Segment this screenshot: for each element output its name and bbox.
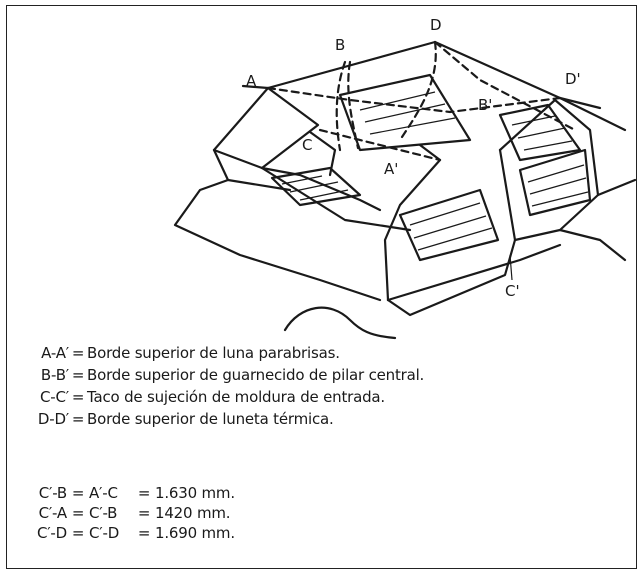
floor-panel-rear [518,148,592,217]
measure-to: C′-B [89,504,118,522]
leader-c-prime [509,254,513,281]
measure-from: C′-A [38,504,68,522]
legend-row: C-C′ = Taco de sujeción de moldura de en… [23,388,623,410]
door-opening-rear [498,98,600,242]
measure-to: C′-D [89,524,120,542]
floor-panel-front [270,166,362,207]
label-a: A [246,72,257,90]
label-c-prime: C' [505,282,520,300]
rear-quarter [558,178,637,262]
label-c: C [302,136,313,154]
dashed-line-b2 [347,60,360,150]
dashed-line-d [398,40,437,142]
windshield-frame [212,86,320,170]
legend-text: Borde superior de luneta térmica. [87,410,334,428]
measure-to: A′-C [89,484,118,502]
measure-row: C′-D = C′-D = 1.690 mm. [23,524,423,544]
legend-row: D-D′ = Borde superior de luneta térmica. [23,410,623,432]
label-b-prime: B' [478,96,493,114]
legend-text: Borde superior de luna parabrisas. [87,344,340,362]
hatch-rear [527,164,589,207]
measure-value: 1420 mm. [155,504,231,522]
legend-text: Borde superior de guarnecido de pilar ce… [87,366,425,384]
dashed-line-a [266,86,562,114]
figure-frame [6,5,637,569]
measure-from: C′-D [36,524,67,542]
legend-eq: = [71,366,85,384]
rear-roof-line [558,96,627,132]
hood-line [260,166,412,232]
c-pillar [308,130,337,177]
door-opening-front [386,148,517,317]
dashed-line-c [318,128,442,162]
legend-key: C-C′ [40,388,69,406]
label-d-prime: D' [565,70,581,88]
hatch-front [281,175,349,201]
measure-eq: = [137,504,151,522]
roof-panel [338,73,472,152]
measure-eq: = [137,484,151,502]
measure-value: 1.630 mm. [155,484,235,502]
measure-eq: = [71,524,85,542]
hatch-rear-glass [511,115,573,151]
label-b: B [335,36,346,54]
measure-row: C′-A = C′-B = 1420 mm. [23,504,423,524]
sill-line [386,243,562,302]
hatch-center [409,202,493,251]
legend-key: D-D′ [37,410,69,428]
dashed-line-b [335,60,347,152]
car-body-diagram [173,40,637,340]
legend-row: A-A′ = Borde superior de luna parabrisas… [23,344,623,366]
measure-eq: = [71,504,85,522]
legend-row: B-B′ = Borde superior de guarnecido de p… [23,366,623,388]
roof-front-edge [241,84,270,90]
measure-value: 1.690 mm. [155,524,235,542]
measurements: C′-B = A′-C = 1.630 mm. C′-A = C′-B = 14… [23,484,423,544]
floor-panel-center [398,188,500,262]
legend-eq: = [71,344,85,362]
legend-key: B-B′ [40,366,69,384]
measure-from: C′-B [38,484,67,502]
b-pillar [383,143,442,302]
cabin-floor-front [260,166,382,212]
measure-eq: = [71,484,85,502]
measure-row: C′-B = A′-C = 1.630 mm. [23,484,423,504]
roof-outline [266,40,602,110]
hatch-roof [359,91,456,135]
dashed-line-d2 [433,40,577,132]
front-wheel-arch [283,306,397,340]
label-a-prime: A' [384,160,399,178]
hood-front [173,178,382,302]
measure-eq: = [137,524,151,542]
legend-eq: = [71,410,85,428]
rear-glass [498,103,582,162]
legend-text: Taco de sujeción de moldura de entrada. [87,388,385,406]
legend-eq: = [71,388,85,406]
legend: A-A′ = Borde superior de luna parabrisas… [23,344,623,432]
label-d: D [430,16,442,34]
legend-key: A-A′ [41,344,69,362]
